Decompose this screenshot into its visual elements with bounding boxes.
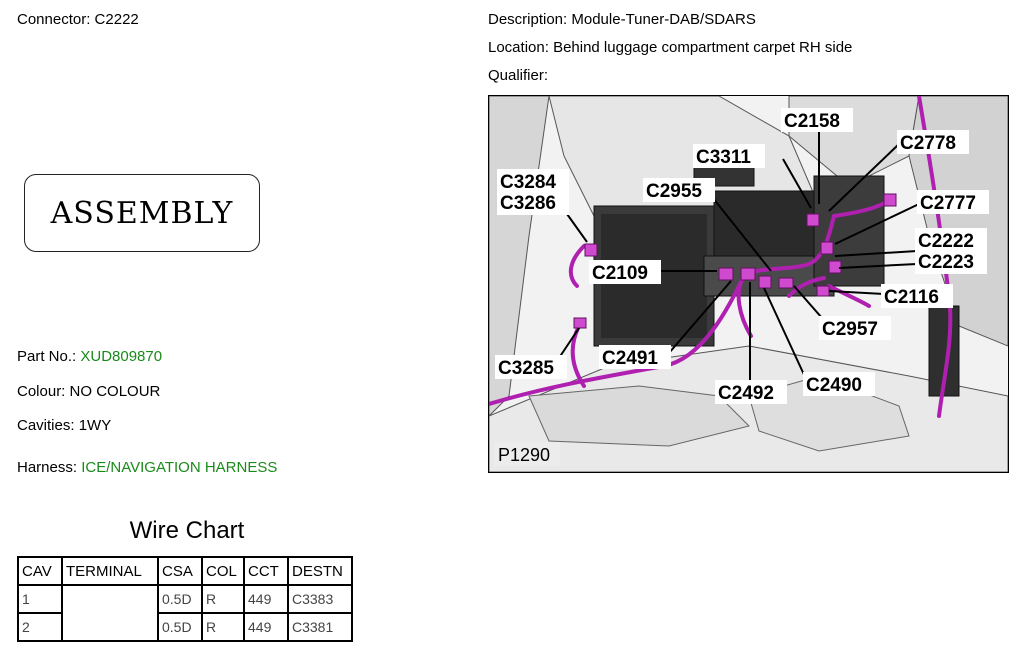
cell-cct: 449 [243,584,289,614]
figure-id: P1290 [498,445,550,465]
colour-label: Colour: [17,383,66,400]
description-value: Module-Tuner-DAB/SDARS [571,11,756,28]
cell-csa: 0.5D [157,584,203,614]
description-label: Description: [488,11,568,28]
label-c2158: C2158 [784,111,840,132]
label-c2222: C2222 [918,231,974,252]
leader-lines [556,132,920,382]
label-c2777: C2777 [920,193,976,214]
table-row: 2 0.5D R 449 C3381 [17,612,353,642]
colour-line: Colour: NO COLOUR [17,383,160,400]
cell-csa: 0.5D [157,612,203,642]
wire-chart-title: Wire Chart [129,517,245,544]
location-line: Location: Behind luggage compartment car… [488,39,852,56]
label-c3311: C3311 [696,147,751,168]
label-c2490: C2490 [806,375,862,396]
cell-terminal [61,584,159,642]
cavities-value: 1WY [78,417,112,434]
label-c2109: C2109 [592,263,648,284]
cell-col: R [201,612,245,642]
cell-cav: 1 [17,584,63,614]
cell-destn: C3381 [287,612,353,642]
cell-cav: 2 [17,612,63,642]
cell-col: R [201,584,245,614]
connector-label: Connector: [17,11,91,28]
qualifier-label: Qualifier: [488,67,549,84]
wire-chart-header-row: CAV TERMINAL CSA COL CCT DESTN [17,556,353,586]
connector-bodies [573,193,897,329]
label-c2116: C2116 [884,287,939,308]
location-value: Behind luggage compartment carpet RH sid… [553,39,853,56]
cavities-line: Cavities: 1WY [17,417,111,434]
connector-line: Connector: C2222 [17,11,139,28]
part-no-link[interactable]: XUD809870 [80,348,163,365]
assembly-label: ASSEMBLY [50,195,234,231]
table-row: 1 0.5D R 449 C3383 [17,584,353,642]
label-c2492: C2492 [718,383,774,404]
location-diagram-svg: C2158 C3311 C2778 C3284 C3286 C2955 C277… [489,96,1008,472]
label-c2778: C2778 [900,133,956,154]
label-c3286: C3286 [500,193,556,214]
wire-chart-table: CAV TERMINAL CSA COL CCT DESTN 1 0.5D R … [17,556,353,642]
description-line: Description: Module-Tuner-DAB/SDARS [488,11,756,28]
part-no-line: Part No.: XUD809870 [17,348,162,365]
label-c2491: C2491 [602,348,658,369]
location-label: Location: [488,39,549,56]
qualifier-line: Qualifier: [488,67,548,84]
label-c2223: C2223 [918,252,974,273]
header-terminal: TERMINAL [61,556,159,586]
label-c2957: C2957 [822,319,878,340]
assembly-box: ASSEMBLY [24,174,260,252]
connector-label-group: C2158 C3311 C2778 C3284 C3286 C2955 C277… [494,108,989,466]
colour-value: NO COLOUR [69,383,161,400]
cavities-label: Cavities: [17,417,75,434]
harness-label: Harness: [17,459,78,476]
header-cct: CCT [243,556,289,586]
header-col: COL [201,556,245,586]
label-c2955: C2955 [646,181,702,202]
label-c3285: C3285 [498,358,554,379]
header-csa: CSA [157,556,203,586]
header-cav: CAV [17,556,63,586]
cell-cct: 449 [243,612,289,642]
location-diagram: C2158 C3311 C2778 C3284 C3286 C2955 C277… [488,95,1009,473]
part-no-label: Part No.: [17,348,77,365]
header-destn: DESTN [287,556,353,586]
cell-destn: C3383 [287,584,353,614]
harness-link[interactable]: ICE/NAVIGATION HARNESS [81,459,278,476]
connector-value: C2222 [94,11,139,28]
label-c3284: C3284 [500,172,556,193]
harness-line: Harness: ICE/NAVIGATION HARNESS [17,459,277,476]
